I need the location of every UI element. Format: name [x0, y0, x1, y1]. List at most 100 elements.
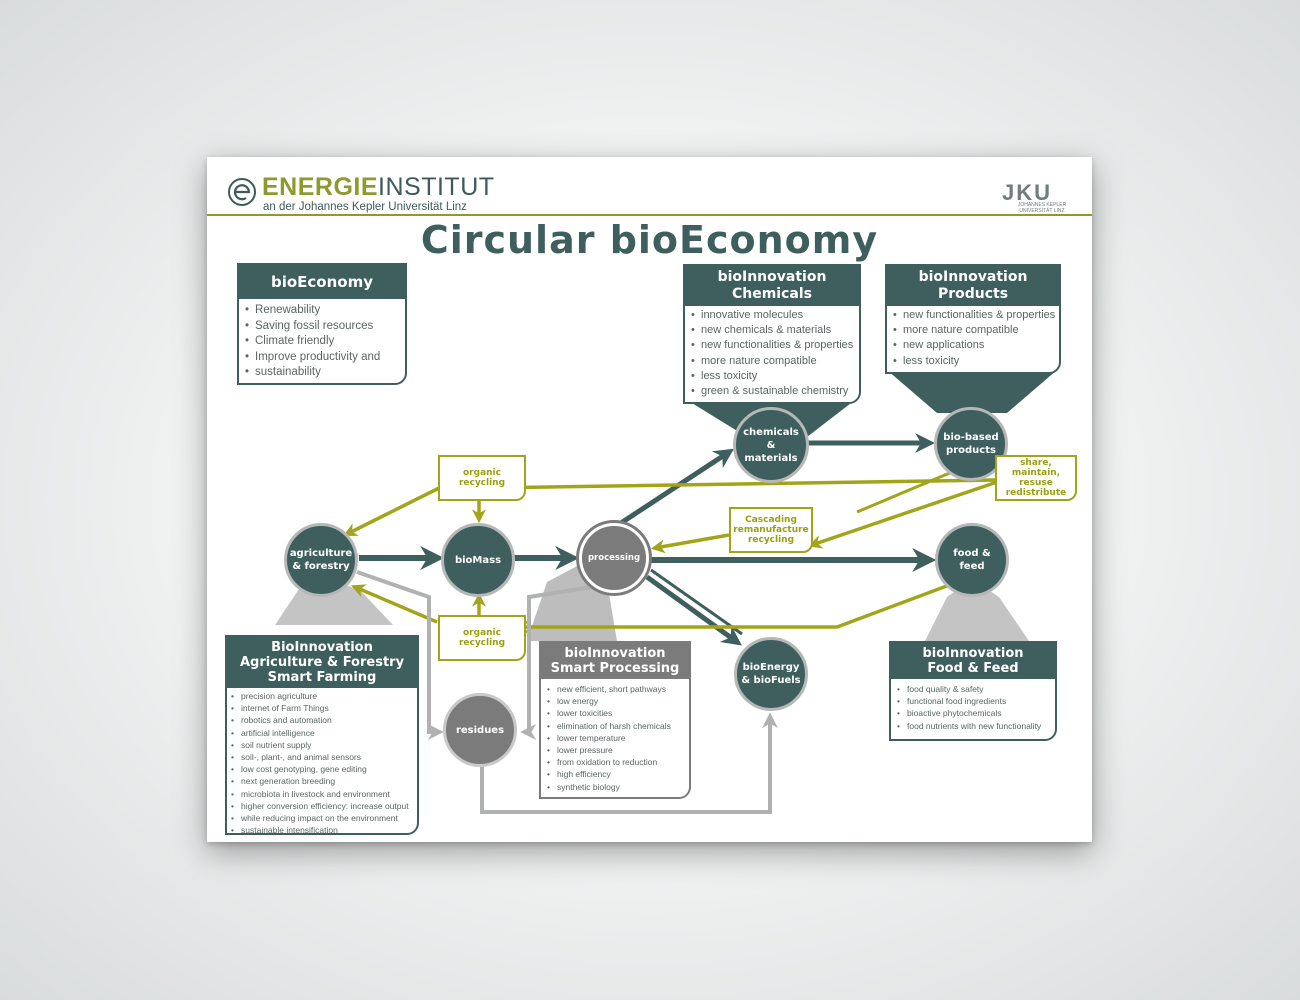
list-item: robotics and automation: [231, 714, 415, 726]
list-item: high efficiency: [547, 768, 687, 780]
node-label-line: bio-based: [943, 432, 999, 443]
list-item: less toxicity: [691, 369, 855, 384]
list-item: internet of Farm Things: [231, 702, 415, 714]
label-line: recycling: [747, 535, 795, 545]
list-item: Renewability: [245, 303, 401, 319]
arrow-share-to-cascading: [808, 480, 998, 549]
list-item: food nutrients with new functionality: [897, 720, 1053, 732]
list-item: new applications: [893, 338, 1055, 353]
label-line: resuse: [1019, 478, 1053, 488]
list-item: functional food ingredients: [897, 695, 1053, 707]
node-biobased: bio-based products: [934, 407, 1008, 481]
poster: ENERGIEINSTITUT an der Johannes Kepler U…: [207, 157, 1092, 842]
list-item: lower pressure: [547, 744, 687, 756]
node-label-line: & forestry: [292, 561, 350, 572]
node-agriculture: agriculture & forestry: [284, 523, 358, 597]
page-title: Circular bioEconomy: [420, 218, 879, 262]
list-item: new efficient, short pathways: [547, 683, 687, 695]
box-title-line: Chemicals: [731, 286, 812, 302]
list-item: bioactive phytochemicals: [897, 707, 1053, 719]
label-line: organic: [463, 468, 501, 478]
node-label-line: &: [766, 439, 776, 451]
list-item: higher conversion efficiency: increase o…: [231, 800, 415, 812]
list-item: low energy: [547, 695, 687, 707]
brand-name-accent: ENERGIE: [262, 173, 379, 201]
node-label-line: chemicals: [743, 426, 799, 438]
node-chemicals: chemicals&materials: [733, 407, 809, 483]
list-item: low cost genotyping, gene editing: [231, 763, 415, 775]
node-label-line: materials: [744, 452, 798, 464]
node-label-line: feed: [959, 561, 985, 572]
funnel-food: [925, 579, 1029, 641]
arrow-processing-to-residues: [520, 585, 593, 740]
list-item: precision agriculture: [231, 690, 415, 702]
label-line: recycling: [458, 638, 506, 648]
list-item: lower toxicities: [547, 707, 687, 719]
node-biomass: bioMass: [441, 523, 515, 597]
node-label-line: products: [946, 445, 996, 456]
list-item: soil nutrient supply: [231, 739, 415, 751]
arrow-processing-to-bioenergy-2: [650, 568, 743, 636]
box-chemicals-list: innovative molecules new chemicals & mat…: [685, 306, 859, 403]
node-label-line: food &: [953, 548, 991, 559]
node-label-line: residues: [455, 724, 505, 736]
box-title-line: Agriculture & Forestry: [239, 655, 405, 670]
jku-sub-line: UNIVERSITÄT LINZ: [1019, 208, 1065, 214]
funnel-products: [887, 370, 1057, 413]
box-title-line: bioInnovation: [717, 269, 827, 285]
node-label-line: bioMass: [454, 554, 502, 566]
arrow-residues-to-bioenergy: [480, 712, 778, 814]
box-bioeconomy-list: Renewability Saving fossil resources Cli…: [239, 299, 405, 385]
list-item: soil-, plant-, and animal sensors: [231, 751, 415, 763]
node-label-line: agriculture: [289, 548, 353, 559]
arrow-processing-to-bioenergy: [645, 574, 742, 646]
node-bioenergy: bioEnergy & bioFuels: [734, 637, 808, 711]
energieinstitut-e-logo-icon: [228, 178, 256, 206]
list-item: sustainability: [245, 365, 401, 381]
arrow-agri-to-residues: [356, 570, 444, 740]
list-item: new chemicals & materials: [691, 323, 855, 338]
arrow-processing-to-chemicals: [619, 448, 735, 526]
list-item: elimination of harsh chemicals: [547, 720, 687, 732]
node-label-line: & bioFuels: [741, 675, 801, 686]
box-title-line: bioInnovation: [922, 646, 1024, 661]
jku-sub-line: JOHANNES KEPLER: [1017, 202, 1067, 208]
node-label-line: bioEnergy: [742, 662, 800, 673]
brand-name-rest: INSTITUT: [378, 173, 495, 201]
brand-name: ENERGIEINSTITUT: [262, 174, 495, 200]
label-line: maintain,: [1011, 468, 1061, 478]
box-processing-list: new efficient, short pathways low energy…: [541, 679, 689, 795]
list-item: food quality & safety: [897, 683, 1053, 695]
arrow-organic-bottom-to-agri: [351, 584, 438, 624]
box-title-line: bioInnovation: [918, 269, 1028, 285]
list-item: while reducing impact on the environment: [231, 812, 415, 824]
box-title-line: Smart Processing: [550, 661, 680, 676]
label-line: recycling: [458, 478, 506, 488]
header-divider: [207, 214, 1092, 216]
list-item: from oxidation to reduction: [547, 756, 687, 768]
list-item: more nature compatible: [893, 323, 1055, 338]
box-food-list: food quality & safety functional food in…: [891, 679, 1055, 734]
list-item: Climate friendly: [245, 334, 401, 350]
box-agriculture-list: precision agriculture internet of Farm T…: [227, 688, 417, 838]
list-item: new functionalities & properties: [893, 308, 1055, 323]
arrow-cascading-to-processing: [650, 533, 730, 554]
list-item: synthetic biology: [547, 781, 687, 793]
box-products-list: new functionalities & properties more na…: [887, 306, 1059, 373]
box-title-line: Products: [937, 286, 1009, 302]
list-item: Improve productivity and: [245, 350, 401, 366]
brand-subtitle: an der Johannes Kepler Universität Linz: [263, 201, 467, 213]
list-item: artificial intelligence: [231, 727, 415, 739]
